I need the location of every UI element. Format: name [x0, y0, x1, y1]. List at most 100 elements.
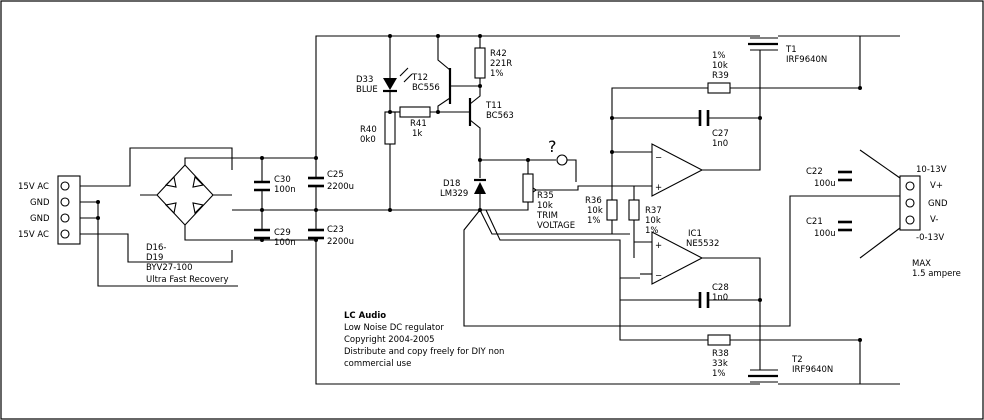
r40-ref: R40	[360, 125, 377, 135]
resistor-r36: R36 10k 1%	[585, 152, 618, 234]
credits-line1: Low Noise DC regulator	[344, 323, 444, 333]
t2-part: IRF9640N	[792, 365, 833, 375]
c23-val: 2200u	[327, 237, 354, 247]
credits-line3: Distribute and copy freely for DIY non	[344, 347, 504, 357]
mosfet-t1: T1 IRF9640N	[748, 35, 900, 65]
credits-line4: commercial use	[344, 359, 411, 369]
c23-ref: C23	[327, 225, 344, 235]
capacitor-c30: C30 100n	[254, 158, 296, 210]
c27-ref: C27	[712, 129, 729, 139]
r39-val: 10k	[712, 61, 728, 71]
c27-val: 1n0	[712, 139, 728, 149]
ac-input-connector: 15V AC GND GND 15V AC	[18, 175, 81, 245]
c25-val: 2200u	[327, 182, 354, 192]
resistor-r41: R41 1k	[390, 106, 470, 139]
r37-ref: R37	[645, 206, 662, 216]
credits-line2: Copyright 2004-2005	[344, 335, 435, 345]
plus-sign-upper: +	[655, 183, 662, 193]
zener-d18: D18 LM329	[440, 158, 486, 212]
connector-label-ac2: 15V AC	[18, 230, 49, 240]
r36-val: 10k	[587, 206, 603, 216]
r39-ref: R39	[712, 71, 729, 81]
credits: LC Audio Low Noise DC regulator Copyrigh…	[344, 311, 504, 369]
transistor-t12: T12 BC556	[411, 34, 480, 114]
connector-label-ac1: 15V AC	[18, 182, 49, 192]
ic1-ref: IC1	[688, 229, 702, 239]
connector-label-gnd2: GND	[30, 214, 50, 224]
input-wiring	[80, 147, 238, 287]
vminus-range: -0-13V	[916, 233, 944, 243]
led-ref: D33	[356, 75, 373, 85]
plus-sign-lower: +	[655, 241, 662, 251]
r38-tol: 1%	[712, 369, 726, 379]
capacitor-c25: C25 2200u	[308, 158, 354, 210]
c22-val: 100u	[814, 179, 836, 189]
mosfet-t2: T2 IRF9640N	[748, 355, 900, 385]
r35-line1: TRIM	[536, 211, 558, 221]
r40-val: 0k0	[360, 135, 376, 145]
t11-part: BC563	[486, 111, 514, 121]
capacitor-c22: C22 100u	[806, 167, 852, 189]
r41-ref: R41	[410, 119, 427, 129]
diode-part: BYV27-100	[146, 263, 192, 273]
vplus-range: 10-13V	[916, 165, 947, 175]
question-mark: ?	[548, 137, 557, 156]
resistor-r37: R37 10k 1%	[628, 186, 662, 258]
t2-ref: T2	[791, 355, 803, 365]
c29-ref: C29	[274, 228, 291, 238]
c25-ref: C25	[327, 170, 344, 180]
t12-part: BC556	[412, 83, 440, 93]
vplus-label: V+	[930, 181, 943, 191]
reference-wiring	[463, 195, 900, 327]
vminus-label: V-	[930, 215, 938, 225]
r35-val: 10k	[537, 201, 553, 211]
r42-tol: 1%	[490, 69, 504, 79]
t1-part: IRF9640N	[786, 55, 827, 65]
bridge-rectifier: D16- D19 BYV27-100 Ultra Fast Recovery	[140, 157, 232, 285]
r35-ref: R35	[537, 191, 554, 201]
c28-val: 1n0	[712, 293, 728, 303]
max-line2: 1.5 ampere	[912, 269, 961, 279]
c22-ref: C22	[806, 167, 823, 177]
capacitor-c21: C21 100u	[806, 217, 852, 239]
minus-sign-upper: −	[655, 153, 662, 163]
diode-ref2: D19	[146, 253, 163, 263]
c28-ref: C28	[712, 283, 729, 293]
r42-val: 221R	[490, 59, 512, 69]
t11-ref: T11	[485, 101, 502, 111]
test-point: ?	[548, 137, 577, 182]
c21-val: 100u	[814, 229, 836, 239]
r37-val: 10k	[645, 216, 661, 226]
diode-desc: Ultra Fast Recovery	[146, 275, 229, 285]
r41-val: 1k	[412, 129, 422, 139]
raw-supply-rails	[232, 35, 760, 385]
r39-tol: 1%	[712, 51, 726, 61]
zener-ref: D18	[443, 179, 460, 189]
minus-sign-lower: −	[655, 271, 662, 281]
c21-ref: C21	[806, 217, 823, 227]
capacitor-c29: C29 100n	[254, 210, 296, 248]
resistor-r42: R42 221R 1%	[474, 34, 512, 90]
diode-ref: D16-	[146, 243, 166, 253]
max-line1: MAX	[912, 259, 931, 269]
led-d33: D33 BLUE	[356, 34, 413, 112]
r37-tol: 1%	[645, 226, 659, 236]
r42-ref: R42	[490, 49, 507, 59]
opamp-upper: − + R39 10k 1% C27 1n0	[610, 36, 862, 197]
capacitor-c23: C23 2200u	[308, 210, 354, 247]
r35-line2: VOLTAGE	[537, 221, 575, 231]
resistor-r40: R40 0k0	[360, 110, 396, 212]
ic1-part: NE5532	[686, 239, 719, 249]
trimmer-r35: R35 10k TRIM VOLTAGE	[480, 158, 630, 231]
r36-tol: 1%	[587, 216, 601, 226]
credits-title: LC Audio	[344, 311, 386, 321]
r38-val: 33k	[712, 359, 728, 369]
r36-ref: R36	[585, 196, 602, 206]
t1-ref: T1	[785, 45, 797, 55]
c29-val: 100n	[274, 238, 296, 248]
gnd-label: GND	[928, 199, 948, 209]
zener-part: LM329	[440, 189, 468, 199]
t12-ref: T12	[411, 73, 428, 83]
